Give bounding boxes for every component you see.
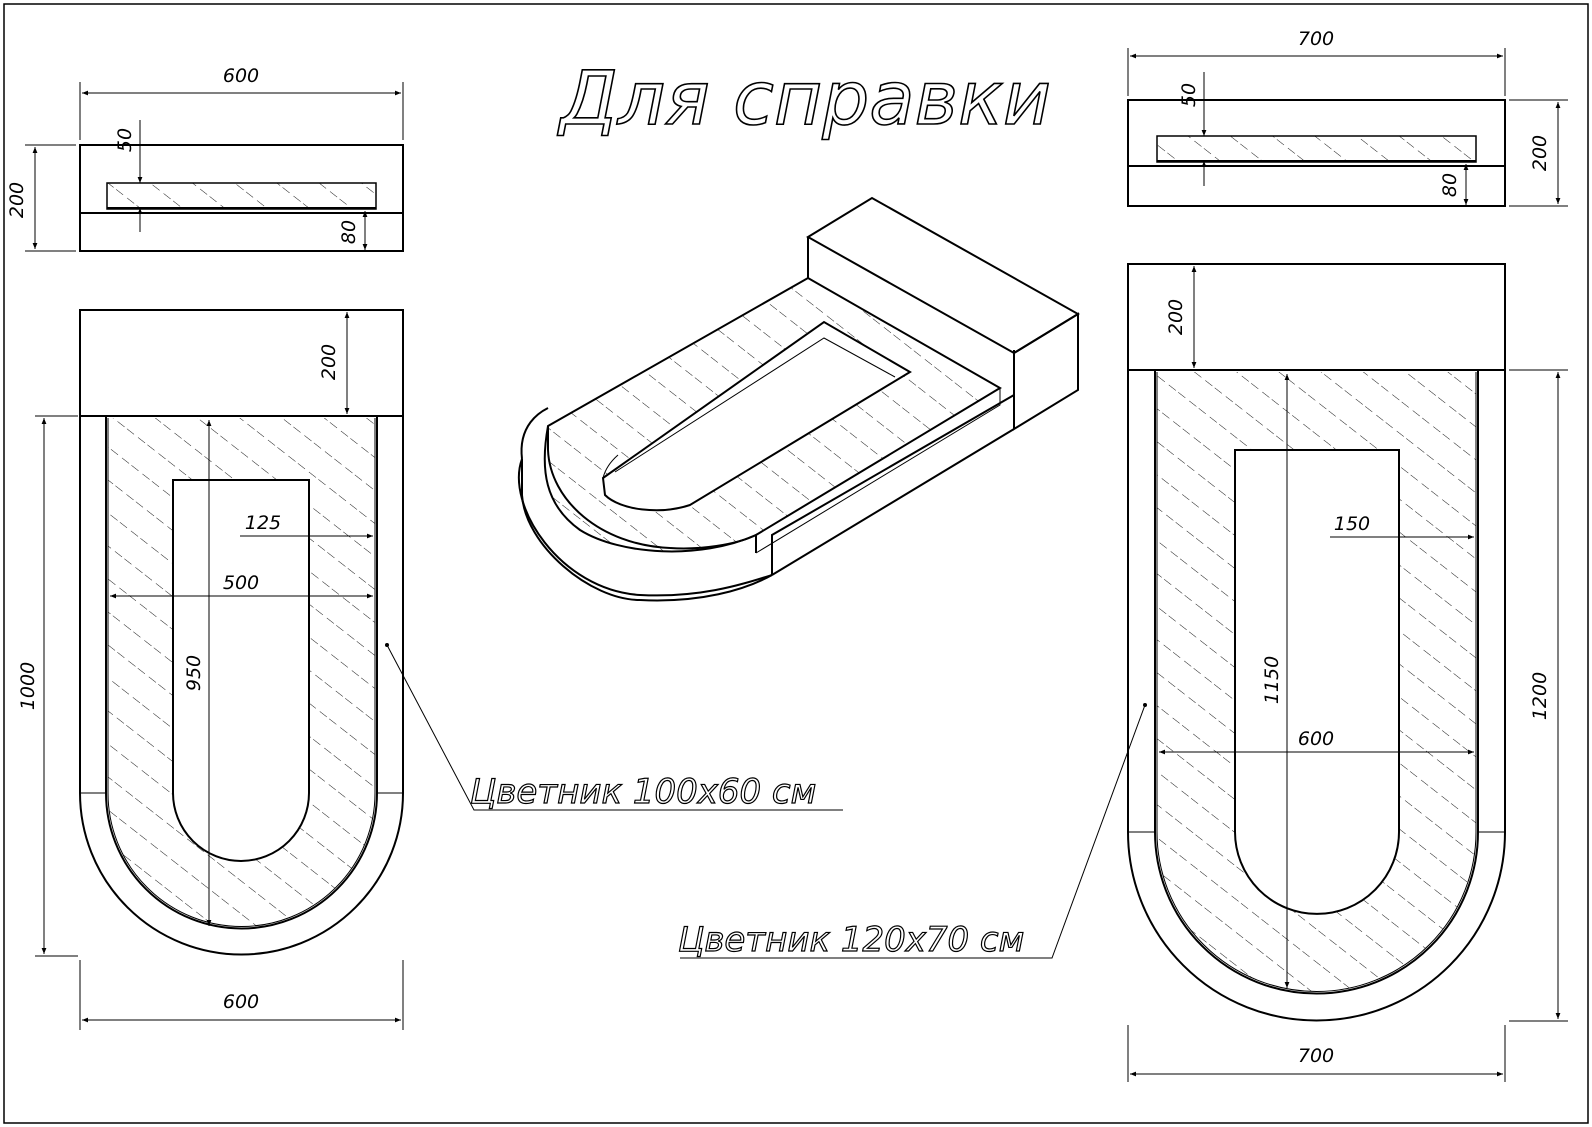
sheet-frame [3,3,1589,1124]
dim-small-plan-total-length: 1000 [17,662,39,710]
dim-small-plan-block: 200 [318,344,340,380]
large-plan-view: 200 150 1150 600 1200 700 [1127,263,1568,1082]
dim-large-plan-offset: 150 [1334,513,1370,535]
dim-small-plan-inner-width: 500 [223,572,259,594]
isometric-view [517,196,1080,602]
dim-large-side-height: 200 [1529,135,1551,171]
label-small-bed: Цветник 100х60 см [470,772,816,812]
large-side-view: 700 50 200 80 [1127,28,1568,207]
dim-large-side-depth-top: 50 [1178,83,1200,107]
small-bed-callout: Цветник 100х60 см [385,643,843,813]
dim-small-plan-total-width: 600 [223,991,259,1013]
small-plan-view: 200 125 500 950 1000 600 [17,309,404,1030]
dim-large-plan-total-width: 700 [1298,1045,1334,1067]
dim-small-side-depth-bottom: 80 [338,220,360,244]
dim-large-side-depth-bottom: 80 [1439,173,1461,197]
dim-large-plan-block: 200 [1165,299,1187,335]
dim-small-side-depth-top: 50 [114,128,136,152]
dim-small-side-width: 600 [223,65,259,87]
label-large-bed: Цветник 120х70 см [678,920,1024,960]
dim-large-side-width: 700 [1298,28,1334,50]
dim-large-plan-inner-width: 600 [1298,728,1334,750]
small-side-view: 600 200 50 80 [6,65,404,252]
dim-large-plan-inner-length: 1150 [1261,656,1283,704]
large-bed-callout: Цветник 120х70 см [677,703,1147,961]
drawing-title: Для справки [557,56,1051,142]
dim-small-plan-offset: 125 [245,512,281,534]
dim-large-plan-total-length: 1200 [1529,672,1551,720]
dim-small-plan-inner-length: 950 [183,655,205,691]
dim-small-side-height: 200 [6,182,28,218]
